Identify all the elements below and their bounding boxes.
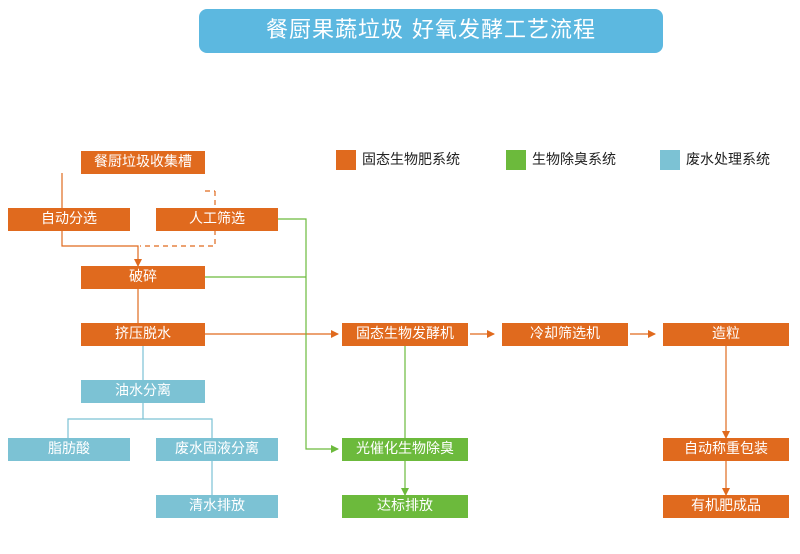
legend-label-wastewater: 废水处理系统 — [686, 152, 770, 168]
node-squeeze-dewater: 挤压脱水 — [81, 323, 205, 346]
node-crush: 破碎 — [81, 266, 205, 289]
legend-swatch-deodorization — [506, 150, 526, 170]
legend-label-solid-fertilizer: 固态生物肥系统 — [362, 152, 460, 168]
legend-label-deodorization: 生物除臭系统 — [532, 152, 616, 168]
legend-swatch-wastewater — [660, 150, 680, 170]
node-wastewater-sep: 废水固液分离 — [156, 438, 278, 461]
node-auto-sort: 自动分选 — [8, 208, 130, 231]
node-manual-screen: 人工筛选 — [156, 208, 278, 231]
node-fatty-acid: 脂肪酸 — [8, 438, 130, 461]
node-collection-tank: 餐厨垃圾收集槽 — [81, 151, 205, 174]
node-cooling-screen: 冷却筛选机 — [502, 323, 628, 346]
node-clean-discharge: 清水排放 — [156, 495, 278, 518]
node-standard-discharge: 达标排放 — [342, 495, 468, 518]
legend-swatch-solid-fertilizer — [336, 150, 356, 170]
node-oil-water-sep: 油水分离 — [81, 380, 205, 403]
node-auto-packaging: 自动称重包装 — [663, 438, 789, 461]
node-photocatalytic: 光催化生物除臭 — [342, 438, 468, 461]
node-granulation: 造粒 — [663, 323, 789, 346]
node-fermenter: 固态生物发酵机 — [342, 323, 468, 346]
node-organic-fertilizer: 有机肥成品 — [663, 495, 789, 518]
page-title: 餐厨果蔬垃圾 好氧发酵工艺流程 — [199, 9, 663, 53]
